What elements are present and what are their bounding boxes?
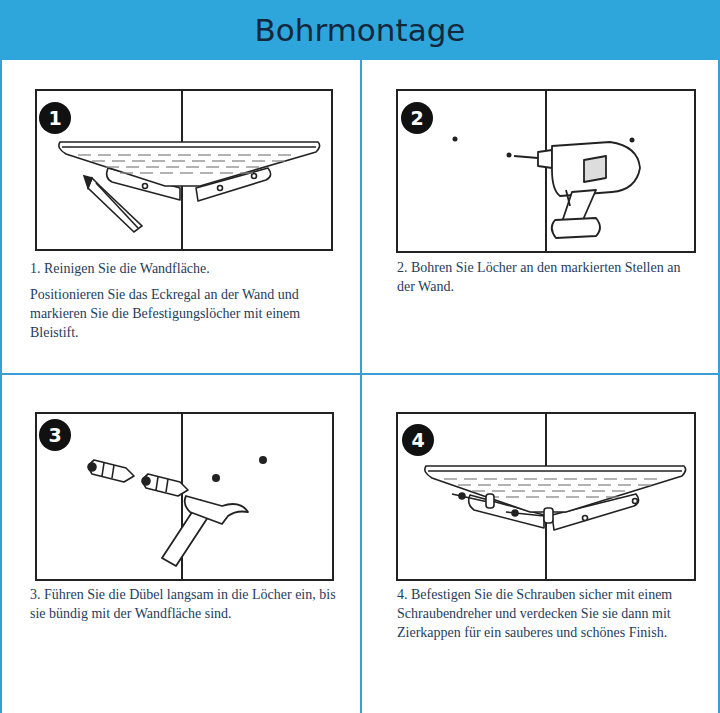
step-number: 3 [39,419,71,451]
step-number-text: 1 [48,107,61,129]
page-title: Bohrmontage [0,0,720,60]
hammer [162,496,248,566]
screws-and-caps [452,493,553,523]
instruction-text: 4. Befestigen Sie die Schrauben sicher m… [397,585,697,642]
grid-lines [0,60,720,713]
step-number-text: 3 [48,424,61,446]
dowels [88,460,188,496]
mounted-shelf [425,466,686,530]
step-number-text: 2 [410,107,423,129]
shelf-slots [78,155,291,173]
instruction-text: 3. Führen Sie die Dübel langsam in die L… [30,585,340,623]
step-number: 1 [39,102,71,134]
panel-frames [36,90,695,580]
instruction-text: Positionieren Sie das Eckregal an der Wa… [30,285,340,342]
step-number: 2 [401,102,433,134]
pencil [84,176,142,232]
drilled-holes [212,456,267,482]
title-band [0,0,720,60]
shelf-slots [444,479,657,497]
step-number: 4 [402,424,434,456]
step-number-text: 4 [411,429,424,451]
instruction-text: 2. Bohren Sie Löcher an den markierten S… [397,258,697,296]
instruction-text: 1. Reinigen Sie die Wandfläche. [30,259,340,278]
drill [514,142,640,238]
